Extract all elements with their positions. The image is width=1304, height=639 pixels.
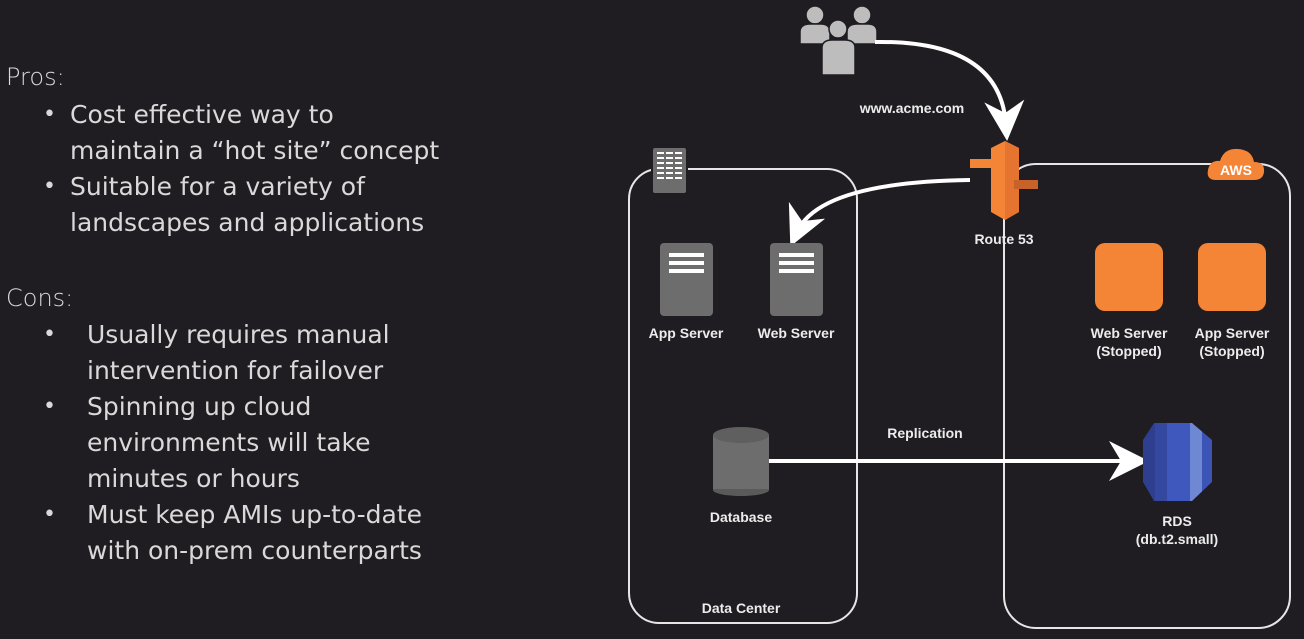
users-group-icon [799,5,878,76]
rds-instance-type: (db.t2.small) [1136,531,1218,547]
pros-heading: Pros: [6,63,65,91]
database-label: Database [710,509,772,525]
aws-app-server-label: App Server [1195,325,1270,341]
web-server-icon [770,243,823,316]
route53-to-web-server-arrow [788,178,971,247]
aws-badge-label: AWS [1220,162,1252,178]
app-server-icon [660,243,713,316]
rds-label: RDS [1162,513,1192,529]
bullet-icon: • [43,394,56,419]
replication-label: Replication [887,425,962,441]
route53-label: Route 53 [974,231,1033,247]
aws-web-server-status: (Stopped) [1096,343,1161,359]
bullet-icon: • [43,102,56,127]
route53-icon [970,141,1038,220]
rds-icon [1143,423,1212,501]
app-server-label: App Server [649,325,724,341]
bullet-icon: • [43,502,56,527]
bullet-icon: • [43,322,56,347]
cons-heading: Cons: [6,284,74,312]
data-center-container [628,168,858,624]
aws-web-server-label: Web Server [1091,325,1168,341]
web-server-label: Web Server [758,325,835,341]
aws-container [1003,163,1291,629]
aws-web-server-icon [1095,243,1163,311]
aws-app-server-status: (Stopped) [1199,343,1264,359]
aws-app-server-icon [1198,243,1266,311]
database-icon [713,427,769,496]
data-center-label: Data Center [702,600,781,616]
aws-cloud-icon: AWS [1207,148,1265,180]
users-to-route53-arrow [874,39,1025,141]
request-domain-label: www.acme.com [859,100,965,116]
bullet-icon: • [43,174,56,199]
building-icon [651,146,688,195]
